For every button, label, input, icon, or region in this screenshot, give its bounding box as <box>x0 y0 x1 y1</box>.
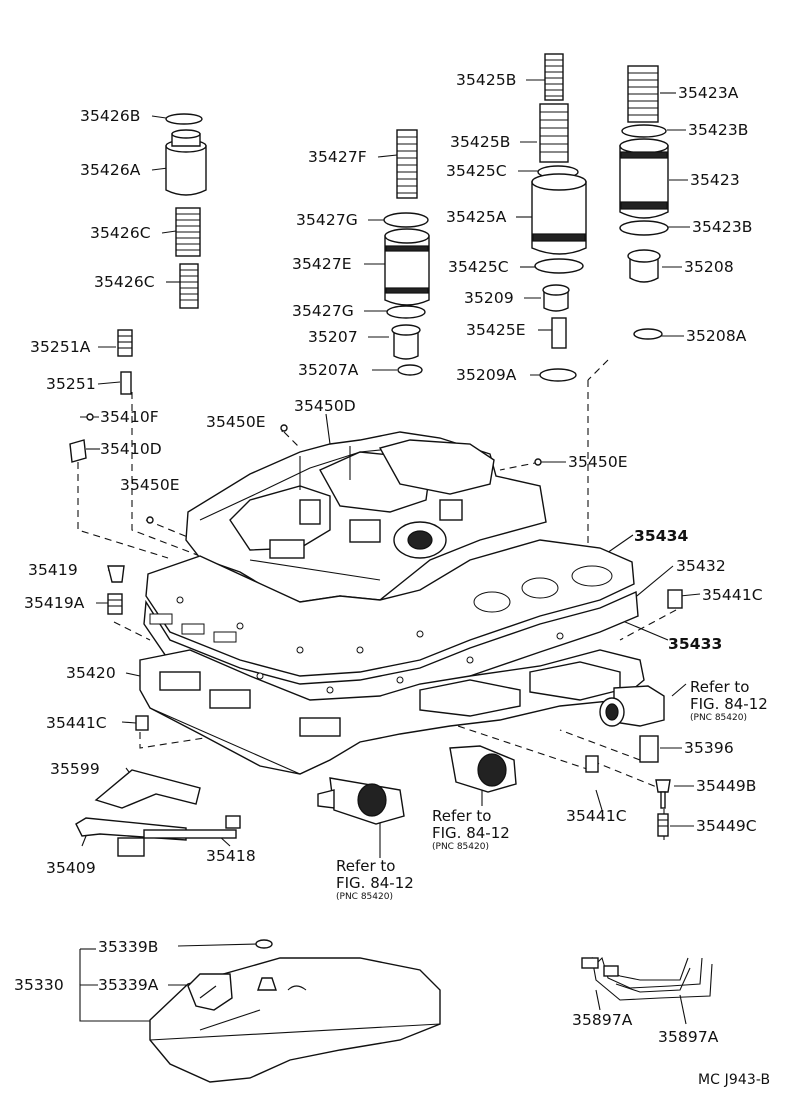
label-35425C: 35425C <box>446 162 507 180</box>
label-35427F: 35427F <box>308 148 367 166</box>
label-35423B: 35423B <box>692 218 753 236</box>
reference-pnc: (PNC 85420) <box>690 713 747 723</box>
label-35427G: 35427G <box>296 211 358 229</box>
label-35433: 35433 <box>668 635 723 653</box>
label-35418: 35418 <box>206 847 256 865</box>
label-35426B: 35426B <box>80 107 141 125</box>
label-35209A: 35209A <box>456 366 517 384</box>
label-35450E: 35450E <box>120 476 180 494</box>
reference-line: FIG. 84-12 <box>336 874 414 892</box>
label-35410D: 35410D <box>100 440 162 458</box>
label-35426C: 35426C <box>94 273 155 291</box>
label-35423A: 35423A <box>678 84 739 102</box>
label-35207A: 35207A <box>298 361 359 379</box>
reference-line: Refer to <box>690 678 750 696</box>
label-35426A: 35426A <box>80 161 141 179</box>
label-35251: 35251 <box>46 375 96 393</box>
label-35450E: 35450E <box>206 413 266 431</box>
label-35410F: 35410F <box>100 408 159 426</box>
part-35426-stack <box>165 113 207 309</box>
part-small-fittings <box>107 565 683 837</box>
label-35441C: 35441C <box>702 586 763 604</box>
label-35434: 35434 <box>634 527 689 545</box>
label-35423: 35423 <box>690 171 740 189</box>
reference-line: FIG. 84-12 <box>432 824 510 842</box>
reference-line: Refer to <box>432 807 492 825</box>
reference-note: Refer to FIG. 84-12 (PNC 85420) <box>690 678 768 724</box>
label-35209: 35209 <box>464 289 514 307</box>
label-35897A: 35897A <box>658 1028 719 1046</box>
label-35208A: 35208A <box>686 327 747 345</box>
label-35419A: 35419A <box>24 594 85 612</box>
label-35897A: 35897A <box>572 1011 633 1029</box>
part-35434-gasket <box>145 539 635 677</box>
reference-line: Refer to <box>336 857 396 875</box>
label-35425A: 35425A <box>446 208 507 226</box>
reference-line: FIG. 84-12 <box>690 695 768 713</box>
label-35207: 35207 <box>308 328 358 346</box>
label-35425B: 35425B <box>456 71 517 89</box>
label-35396: 35396 <box>684 739 734 757</box>
label-35426C: 35426C <box>90 224 151 242</box>
label-35449C: 35449C <box>696 817 757 835</box>
part-35450D-upper-valve-body <box>185 431 547 603</box>
label-35425B: 35425B <box>450 133 511 151</box>
label-35599: 35599 <box>50 760 100 778</box>
label-35425C: 35425C <box>448 258 509 276</box>
reference-note: Refer to FIG. 84-12 (PNC 85420) <box>432 807 510 853</box>
reference-pnc: (PNC 85420) <box>432 842 489 852</box>
label-35425E: 35425E <box>466 321 526 339</box>
label-35449B: 35449B <box>696 777 757 795</box>
part-manual-valve <box>75 769 241 857</box>
part-35897A-tubes <box>581 956 713 1001</box>
leader-lines <box>79 79 701 1025</box>
part-small-left-column <box>69 329 542 524</box>
label-35409: 35409 <box>46 859 96 877</box>
reference-note: Refer to FIG. 84-12 (PNC 85420) <box>336 857 414 903</box>
part-35423-stack <box>619 65 669 340</box>
label-35450D: 35450D <box>294 397 356 415</box>
label-35419: 35419 <box>28 561 78 579</box>
label-35441C: 35441C <box>566 807 627 825</box>
label-35208: 35208 <box>684 258 734 276</box>
label-35427E: 35427E <box>292 255 352 273</box>
label-35441C: 35441C <box>46 714 107 732</box>
label-35420: 35420 <box>66 664 116 682</box>
label-35251A: 35251A <box>30 338 91 356</box>
label-35423B: 35423B <box>688 121 749 139</box>
part-35427-stack <box>383 129 430 376</box>
label-35339A: 35339A <box>98 976 159 994</box>
reference-pnc: (PNC 85420) <box>336 892 393 902</box>
label-35450E: 35450E <box>568 453 628 471</box>
diagram-code: MC J943-B <box>698 1072 771 1088</box>
label-35330: 35330 <box>14 976 64 994</box>
label-35427G: 35427G <box>292 302 354 320</box>
part-solenoids <box>317 685 665 825</box>
label-35339B: 35339B <box>98 938 159 956</box>
label-35432: 35432 <box>676 557 726 575</box>
part-35330-oil-strainer <box>149 939 441 1083</box>
part-35425-stack <box>531 53 587 382</box>
part-35420-lower-valve-body <box>139 649 645 775</box>
